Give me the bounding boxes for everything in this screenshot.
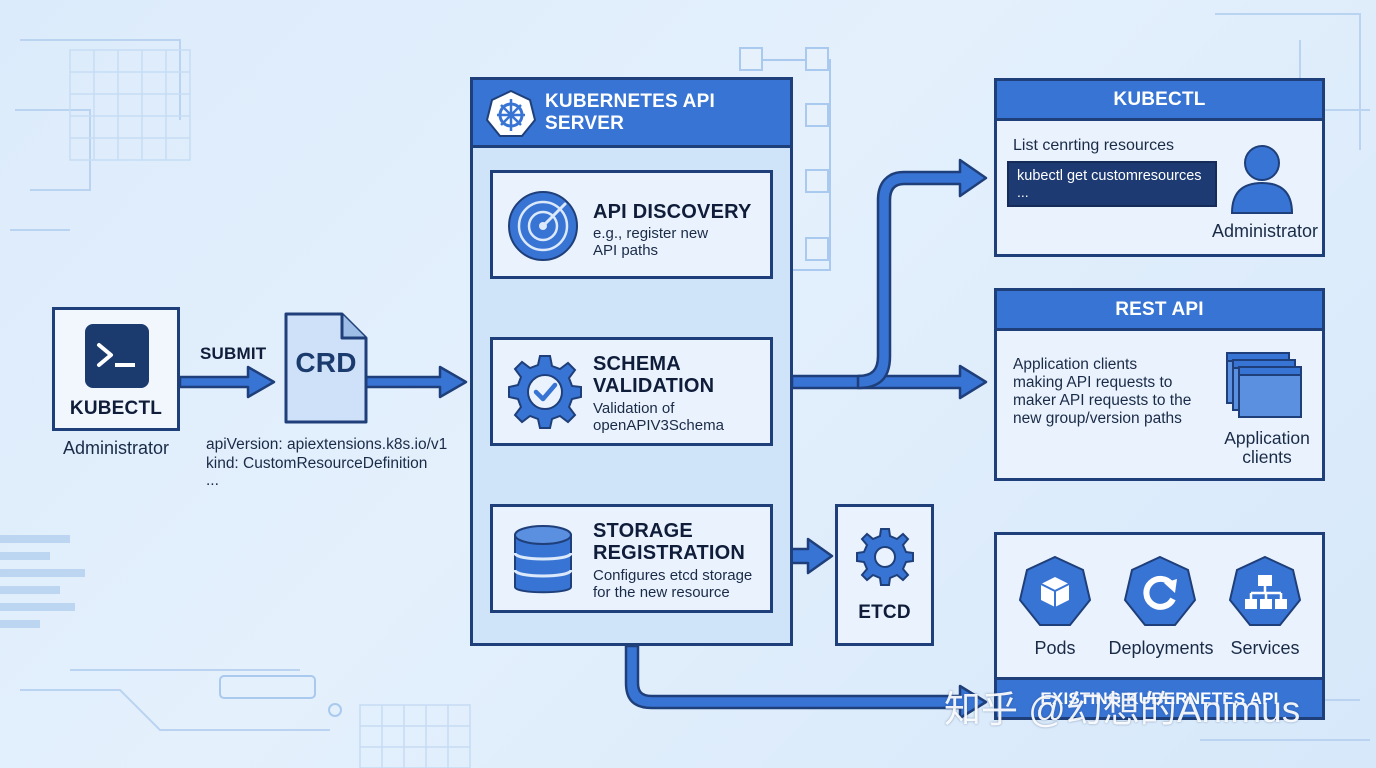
arrow-server-to-restapi (790, 364, 988, 400)
kubectl-card-role: Administrator (62, 438, 170, 458)
kubectl-usage-header: KUBECTL (997, 81, 1322, 121)
arrow-crd-to-server (364, 365, 468, 399)
arrow-server-to-existing (624, 644, 988, 720)
deployments-icon (1123, 555, 1197, 626)
crd-manifest-line-2: kind: CustomResourceDefinition (206, 455, 428, 472)
application-windows-icon (1226, 352, 1302, 418)
kubectl-command-box[interactable]: kubectl get customresources ... (1007, 161, 1217, 207)
arrow-kubectl-to-crd (178, 365, 276, 399)
etcd-gear-icon (856, 528, 914, 586)
crd-manifest-line-3: ... (206, 472, 219, 489)
radar-icon (508, 191, 578, 261)
rest-api-panel: REST API Application clients making API … (994, 288, 1325, 481)
rest-api-text-1: Application clients (1013, 356, 1138, 373)
rest-api-text-3: maker API requests to the (1013, 392, 1192, 409)
stage-schema-validation-desc-1: Validation of (593, 400, 675, 417)
stage-api-discovery-desc-2: API paths (593, 242, 659, 259)
stage-storage-registration-title: STORAGE REGISTRATION (593, 520, 746, 564)
existing-item-services: Services (1230, 638, 1300, 658)
gear-check-icon (508, 355, 582, 429)
database-icon (513, 525, 573, 594)
crd-document[interactable]: CRD (284, 312, 368, 424)
kubectl-command-more: ... (1017, 184, 1029, 200)
kubectl-usage-role: Administrator (1211, 221, 1319, 241)
services-icon (1228, 555, 1302, 626)
crd-document-icon (284, 312, 368, 424)
rest-api-clients-label-2: clients (1242, 447, 1292, 467)
existing-api-footer-label: EXISTING KUBERNETES API (1040, 688, 1279, 708)
stage-schema-validation[interactable]: SCHEMA VALIDATION Validation of openAPIV… (490, 337, 773, 446)
arrow-server-to-kubectl (856, 158, 988, 390)
rest-api-header: REST API (997, 291, 1322, 331)
stage-storage-registration-desc-1: Configures etcd storage (593, 567, 753, 584)
stage-storage-registration[interactable]: STORAGE REGISTRATION Configures etcd sto… (490, 504, 773, 613)
submit-label: SUBMIT (200, 344, 267, 363)
crd-manifest-line-1: apiVersion: apiextensions.k8s.io/v1 (206, 436, 448, 453)
kubernetes-helm-icon (486, 89, 536, 137)
stage-api-discovery[interactable]: API DISCOVERY e.g., register new API pat… (490, 170, 773, 279)
rest-api-text-4: new group/version paths (1013, 410, 1182, 427)
kubectl-usage-text: List cenrting resources (1013, 137, 1174, 154)
administrator-icon (1230, 145, 1294, 214)
existing-item-deployments: Deployments (1108, 638, 1214, 658)
crd-label: CRD (295, 347, 357, 378)
pods-icon (1018, 555, 1092, 626)
kubectl-card-label: KUBECTL (69, 398, 163, 419)
stage-api-discovery-title: API DISCOVERY (593, 201, 752, 223)
stage-storage-registration-desc-2: for the new resource (593, 584, 730, 601)
etcd-label: ETCD (858, 602, 911, 623)
stage-schema-validation-title: SCHEMA VALIDATION (593, 353, 715, 397)
stage-schema-validation-desc-2: openAPIV3Schema (593, 417, 724, 434)
rest-api-text-2: making API requests to (1013, 374, 1173, 391)
etcd-card[interactable]: ETCD (835, 504, 934, 646)
watermark: 知乎 @幻想的Animus (944, 689, 1301, 730)
existing-api-footer: EXISTING KUBERNETES API (997, 677, 1322, 717)
api-server-title: KUBERNETES API SERVER (545, 90, 715, 134)
rest-api-clients-label-1: Application (1224, 428, 1310, 448)
kubectl-card[interactable]: KUBECTL (52, 307, 180, 431)
kubectl-usage-title: KUBECTL (1113, 88, 1206, 110)
terminal-icon (85, 324, 149, 388)
stage-api-discovery-desc-1: e.g., register new (593, 225, 709, 242)
existing-item-pods: Pods (1034, 638, 1076, 658)
existing-api-panel: Pods Deployments Services EXISTING KUBER… (994, 532, 1325, 720)
rest-api-title: REST API (1115, 298, 1204, 320)
kubectl-usage-panel: KUBECTL List cenrting resources kubectl … (994, 78, 1325, 257)
kubectl-command: kubectl get customresources (1017, 168, 1202, 184)
